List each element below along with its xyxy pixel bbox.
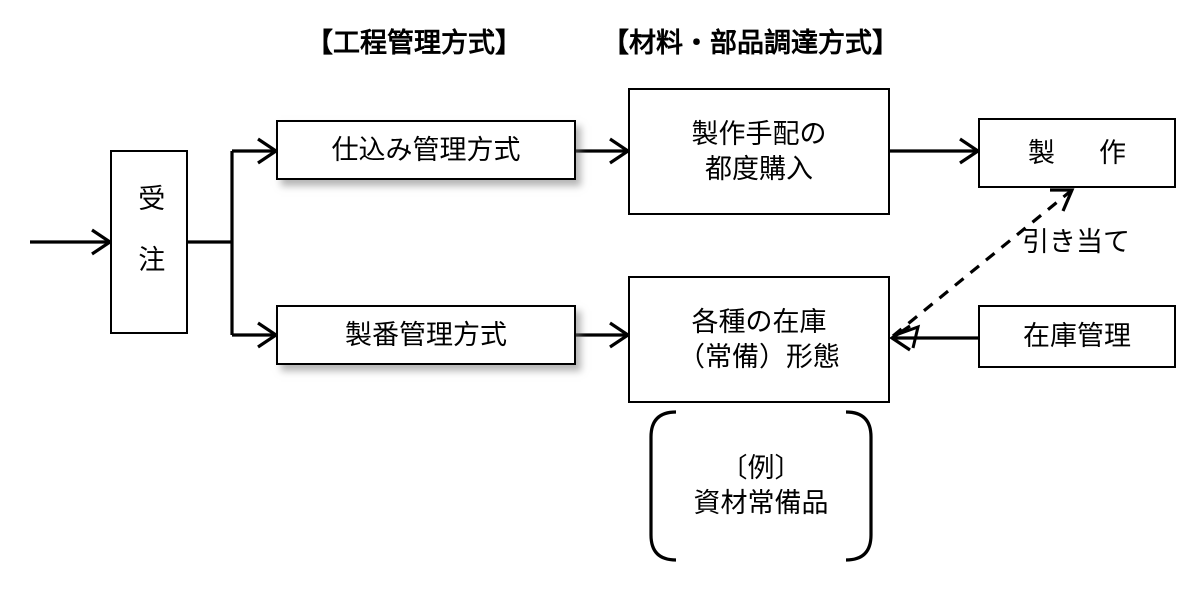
arrowhead-allocation-up <box>1050 188 1075 212</box>
edge-label-allocation: 引き当て <box>1022 227 1130 257</box>
node-shikomi-label: 仕込み管理方式 <box>331 134 521 165</box>
note-example-heading: 〔例〕 <box>720 452 802 483</box>
node-seiban-label: 製番管理方式 <box>345 319 507 350</box>
note-example-body: 資材常備品 <box>693 488 829 518</box>
node-manufacture-label: 製作 <box>1028 137 1170 168</box>
node-inventory-management[interactable]: 在庫管理 <box>978 305 1176 368</box>
node-purchase-label: 製作手配の 都度購入 <box>691 118 827 184</box>
arrowhead-stockmgmt-to-stock <box>889 324 911 352</box>
node-stock-forms[interactable]: 各種の在庫 （常備）形態 <box>628 276 890 403</box>
node-stock-label: 各種の在庫 （常備）形態 <box>678 306 840 372</box>
node-shikomi-kanri-houshiki[interactable]: 仕込み管理方式 <box>276 120 576 180</box>
arrowhead-entry-to-order <box>91 228 113 256</box>
node-purchase-per-order[interactable]: 製作手配の 都度購入 <box>628 88 890 215</box>
note-example-text: 〔例〕 資材常備品 <box>650 410 872 562</box>
node-order-label: 受注 <box>134 184 165 306</box>
arrowhead-purchase-to-make <box>959 137 981 165</box>
node-inventory-management-label: 在庫管理 <box>1023 321 1131 352</box>
arrowhead-allocation-down <box>892 324 921 349</box>
node-seiban-kanri-houshiki[interactable]: 製番管理方式 <box>276 305 576 365</box>
arrowhead-order-to-shikomi <box>257 137 279 165</box>
note-example-group: 〔例〕 資材常備品 <box>650 410 872 562</box>
section-heading-procurement: 【材料・部品調達方式】 <box>602 28 899 58</box>
node-order[interactable]: 受注 <box>110 150 188 334</box>
arrowhead-order-to-seiban <box>257 321 279 349</box>
node-manufacture[interactable]: 製作 <box>978 118 1176 188</box>
arrowhead-shikomi-to-purchase <box>609 137 631 165</box>
arrowhead-seiban-to-stock <box>609 321 631 349</box>
section-heading-process: 【工程管理方式】 <box>306 28 522 58</box>
